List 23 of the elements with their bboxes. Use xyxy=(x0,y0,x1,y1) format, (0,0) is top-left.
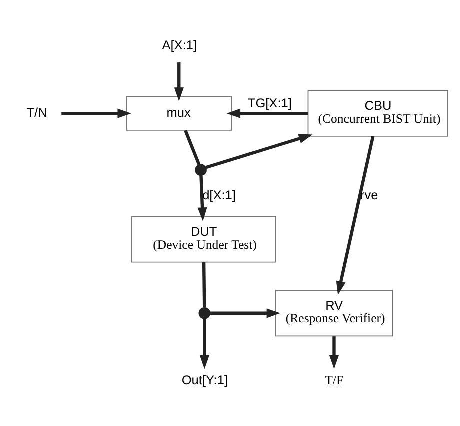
connector xyxy=(184,130,201,165)
arrow xyxy=(206,134,313,169)
arrow xyxy=(210,308,281,318)
arrow xyxy=(329,336,340,369)
edge-label: TG[X:1] xyxy=(248,94,292,110)
arrow xyxy=(200,318,210,369)
node-box: DUT (Device Under Test) xyxy=(131,216,276,262)
connector xyxy=(202,262,206,308)
node-text: A[X:1] xyxy=(162,36,198,52)
node-box: mux xyxy=(126,96,232,130)
node-text: Out[Y:1] xyxy=(182,372,228,387)
node-box: RV (Response Verifier) xyxy=(275,290,394,336)
arrow xyxy=(336,136,375,295)
node-box: CBU (Concurrent BIST Unit) xyxy=(308,90,448,136)
arrow xyxy=(226,108,308,118)
arrow xyxy=(62,108,132,118)
arrow xyxy=(198,175,208,221)
node-circle xyxy=(198,306,211,319)
arrow xyxy=(174,62,184,101)
node-circle xyxy=(195,164,207,176)
node-text: T/N xyxy=(26,104,48,120)
node-text: T/F xyxy=(325,372,344,387)
edge-label: rve xyxy=(360,187,378,202)
